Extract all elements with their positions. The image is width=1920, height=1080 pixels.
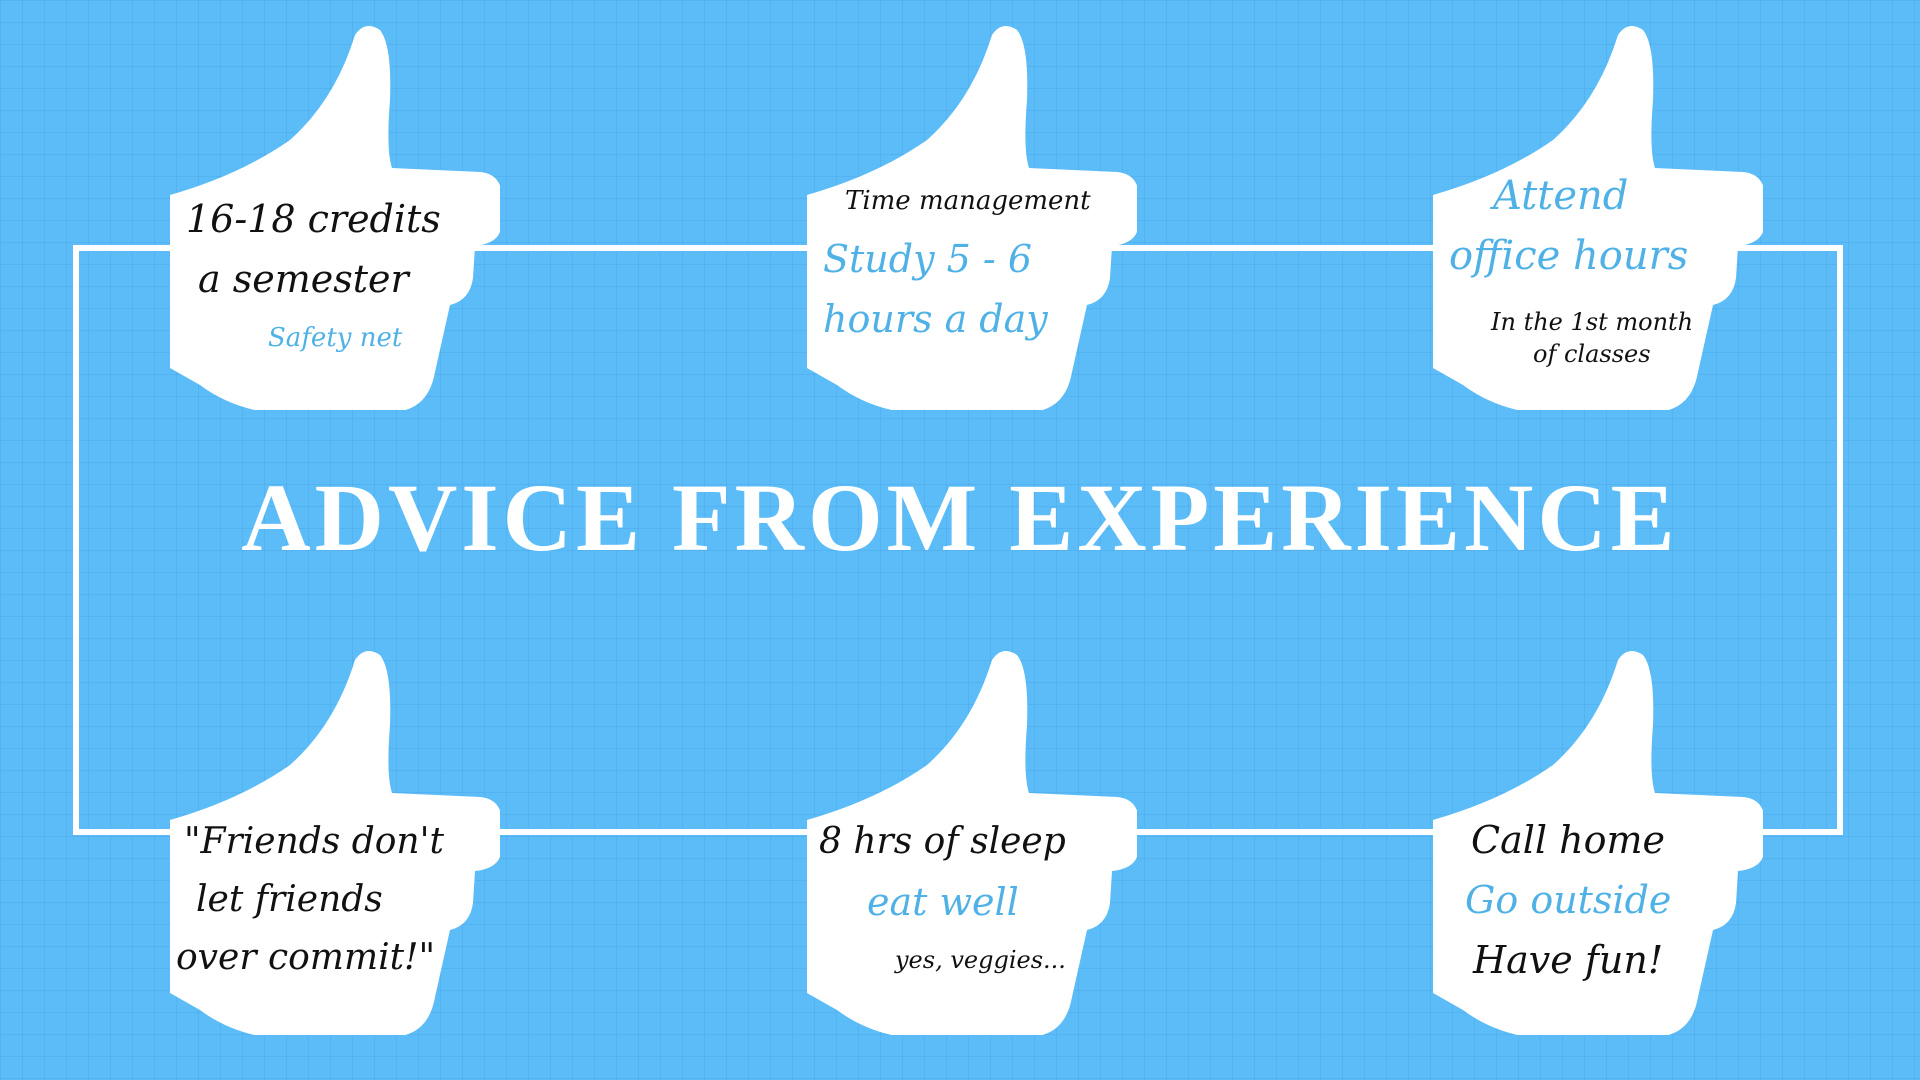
tip-card-5: 8 hrs of sleep eat well yes, veggies... [797, 645, 1137, 1035]
tip-5-line-2: eat well [867, 880, 1019, 924]
page-title: ADVICE FROM EXPERIENCE [241, 464, 1679, 571]
tip-card-2: Time management Study 5 - 6 hours a day [797, 20, 1137, 410]
tip-3-line-4: of classes [1533, 340, 1651, 368]
tip-5-line-1: 8 hrs of sleep [819, 821, 1066, 862]
tip-6-line-1: Call home [1471, 818, 1665, 862]
tip-3-line-3: In the 1st month [1491, 308, 1694, 336]
tip-6-line-2: Go outside [1465, 878, 1672, 922]
tip-1-line-3: Safety net [268, 323, 403, 353]
tip-6-line-3: Have fun! [1473, 938, 1664, 982]
tip-card-4: "Friends don't let friends over commit!" [160, 645, 500, 1035]
tip-1-line-1: 16-18 credits [186, 197, 441, 241]
tip-card-3: Attend office hours In the 1st month of … [1423, 20, 1763, 410]
tip-3-line-2: office hours [1449, 233, 1689, 279]
tip-2-line-2: Study 5 - 6 [823, 237, 1032, 281]
thumbs-up-icon [807, 651, 1137, 1035]
tip-card-1: 16-18 credits a semester Safety net [160, 20, 500, 410]
tip-3-line-1: Attend [1493, 173, 1629, 219]
thumbs-up-icon [170, 651, 500, 1035]
thumbs-up-icon [807, 26, 1137, 410]
tip-2-line-1: Time management [845, 186, 1091, 216]
thumbs-up-icon [170, 26, 500, 410]
tip-4-line-2: let friends [196, 879, 383, 920]
tip-card-6: Call home Go outside Have fun! [1423, 645, 1763, 1035]
tip-5-line-3: yes, veggies... [895, 946, 1066, 974]
tip-4-line-3: over commit!" [176, 937, 436, 978]
tip-1-line-2: a semester [198, 257, 409, 301]
tip-4-line-1: "Friends don't [184, 821, 444, 862]
thumbs-up-icon [1433, 26, 1763, 410]
thumbs-up-icon [1433, 651, 1763, 1035]
tip-2-line-3: hours a day [823, 297, 1048, 341]
